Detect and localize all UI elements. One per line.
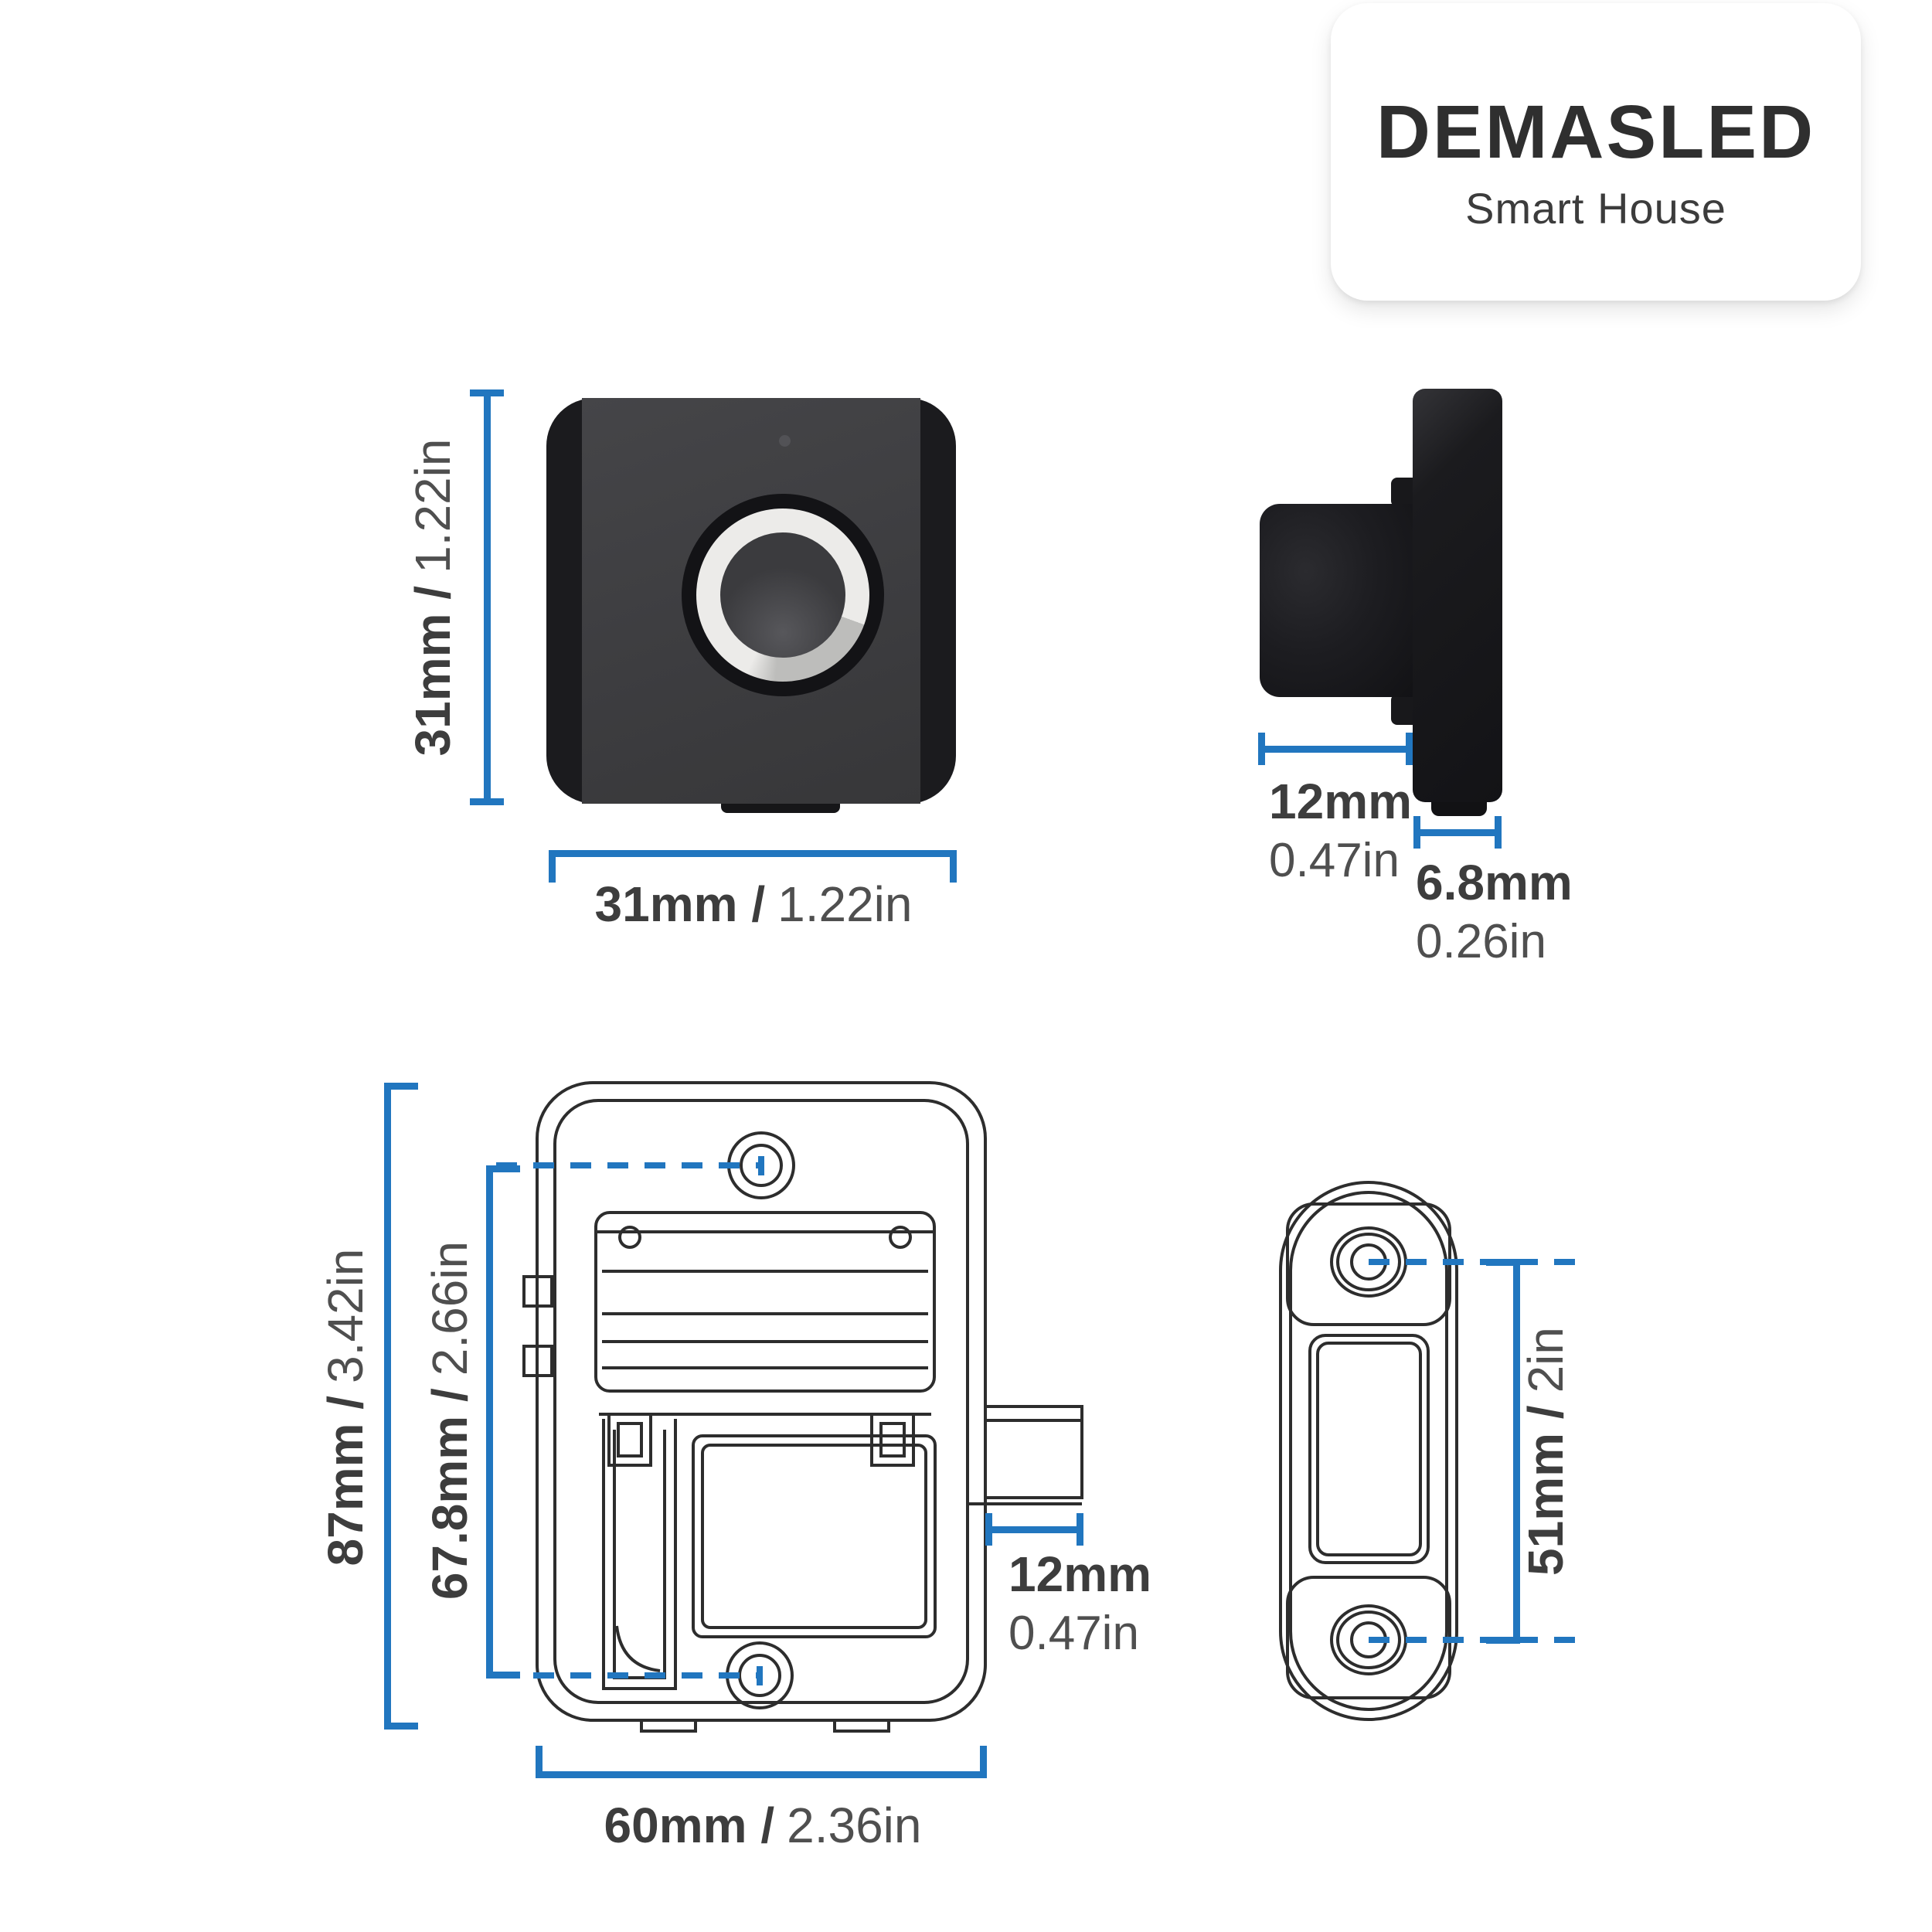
body-hole-spacing-cap-bottom (486, 1672, 520, 1679)
side-clip-top (1391, 478, 1414, 507)
lock-side-barrel (1260, 504, 1414, 697)
strike-plate-technical-drawing (1279, 1181, 1583, 1721)
strike-slot-inner (1316, 1342, 1422, 1556)
body-width-cap-left (536, 1746, 543, 1778)
side-depth-dim-cap-left (1258, 733, 1265, 765)
latch-clip-left (607, 1413, 652, 1467)
lock-front-face (582, 398, 920, 813)
mechanism-lower-block (692, 1434, 937, 1638)
strike-spacing-cap-bottom (1486, 1637, 1520, 1644)
front-width-dim-cap-left (549, 850, 556, 883)
led-indicator-dot (779, 435, 791, 447)
side-depth-label: 12mm 0.47in (1269, 774, 1412, 887)
strike-plate-outline-outer (1279, 1181, 1458, 1721)
brand-logo-card: DEMASLED Smart House (1331, 3, 1861, 301)
bolt-dim-line (985, 1526, 1083, 1533)
side-plate-tab (1431, 802, 1487, 816)
body-height-dim-cap-top (384, 1083, 418, 1090)
body-height-dim-line (384, 1086, 391, 1726)
body-notch-left-1 (522, 1275, 553, 1308)
fingerprint-ring (696, 509, 869, 682)
fingerprint-ring-bezel (682, 494, 884, 696)
front-height-dim-line (484, 393, 491, 802)
body-notch-left-2 (522, 1345, 553, 1377)
front-height-dim-cap-top (470, 389, 504, 396)
front-width-label: 31mm /1.22in (594, 876, 913, 932)
fingerprint-sensor (720, 532, 845, 658)
side-thickness-dim-line (1413, 829, 1502, 836)
side-thickness-label: 6.8mm 0.26in (1416, 855, 1573, 968)
strike-slot-outer (1308, 1334, 1430, 1564)
side-thickness-dim-cap-left (1413, 816, 1420, 849)
lock-body-technical-drawing (496, 1081, 1083, 1733)
lock-front-view (546, 398, 956, 813)
front-height-dim-cap-bottom (470, 798, 504, 805)
side-thickness-dim-cap-right (1495, 816, 1502, 849)
body-outline-outer (536, 1081, 987, 1722)
body-tab-bottom-2 (833, 1719, 890, 1733)
latch-bolt (984, 1405, 1083, 1499)
front-width-dim-cap-right (950, 850, 957, 883)
screw-hole-top-inner (740, 1144, 783, 1187)
strike-spacing-dim-line (1513, 1262, 1520, 1640)
body-tab-bottom-1 (640, 1719, 697, 1733)
side-depth-dim-cap-right (1406, 733, 1413, 765)
body-width-dim-line (536, 1771, 987, 1778)
body-height-label: 87mm /3.42in (318, 1248, 373, 1566)
front-bottom-lip (721, 804, 840, 813)
side-depth-dim-line (1258, 746, 1413, 753)
front-width-dim-line (549, 850, 957, 857)
bolt-dim-label: 12mm 0.47in (1009, 1546, 1151, 1660)
brand-name: DEMASLED (1376, 90, 1816, 174)
lock-side-plate (1413, 389, 1502, 802)
side-clip-bottom (1391, 694, 1414, 725)
body-hole-spacing-dim-line (486, 1168, 493, 1675)
body-hole-spacing-label: 67.8mm /2.66in (422, 1240, 478, 1600)
strike-spacing-label: 51mm /2in (1518, 1327, 1573, 1576)
mechanism-slot (602, 1419, 677, 1690)
bolt-dim-cap-right (1077, 1513, 1083, 1546)
mechanism-screw-right (889, 1226, 912, 1249)
front-height-label: 31mm /1.22in (405, 438, 461, 757)
strike-spacing-cap-top (1486, 1259, 1520, 1266)
bolt-dim-cap-left (985, 1513, 992, 1546)
latch-clip-right (870, 1413, 915, 1467)
body-height-dim-cap-bottom (384, 1723, 418, 1730)
body-width-cap-right (980, 1746, 987, 1778)
mechanism-screw-left (618, 1226, 641, 1249)
body-outline-inner (553, 1099, 969, 1704)
brand-tagline: Smart House (1465, 184, 1726, 233)
strike-plate-outline-inner (1289, 1191, 1448, 1711)
body-width-label: 60mm /2.36in (604, 1798, 922, 1853)
body-hole-spacing-cap-top (486, 1165, 520, 1172)
mechanism-upper-block (594, 1211, 936, 1393)
